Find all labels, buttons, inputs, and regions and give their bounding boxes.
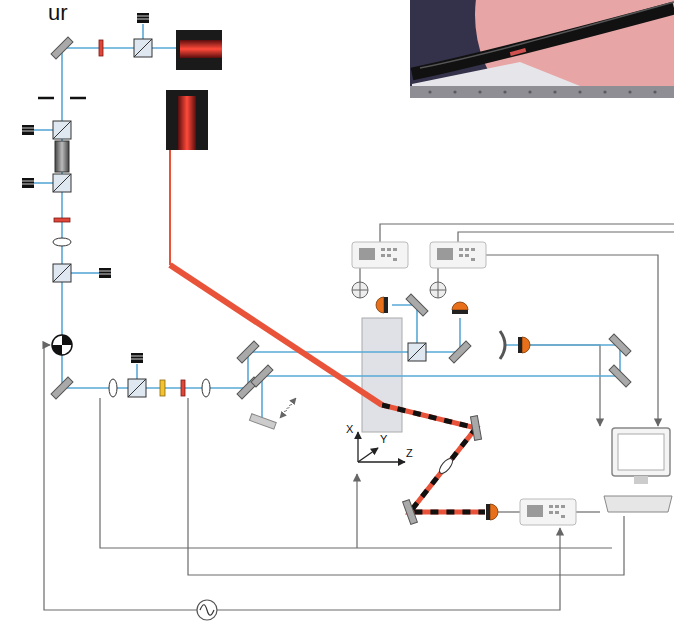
axis-label: Y [380, 434, 387, 445]
axis-label: Z [406, 448, 413, 459]
computer [604, 428, 672, 512]
probe-beam [62, 48, 620, 420]
sample [362, 318, 402, 432]
photo-inset [410, 0, 674, 98]
axes [358, 432, 405, 462]
signal-wires [44, 224, 674, 610]
chopper [52, 335, 72, 355]
cropped-title: ur [48, 2, 68, 24]
axis-label: X [346, 424, 353, 435]
